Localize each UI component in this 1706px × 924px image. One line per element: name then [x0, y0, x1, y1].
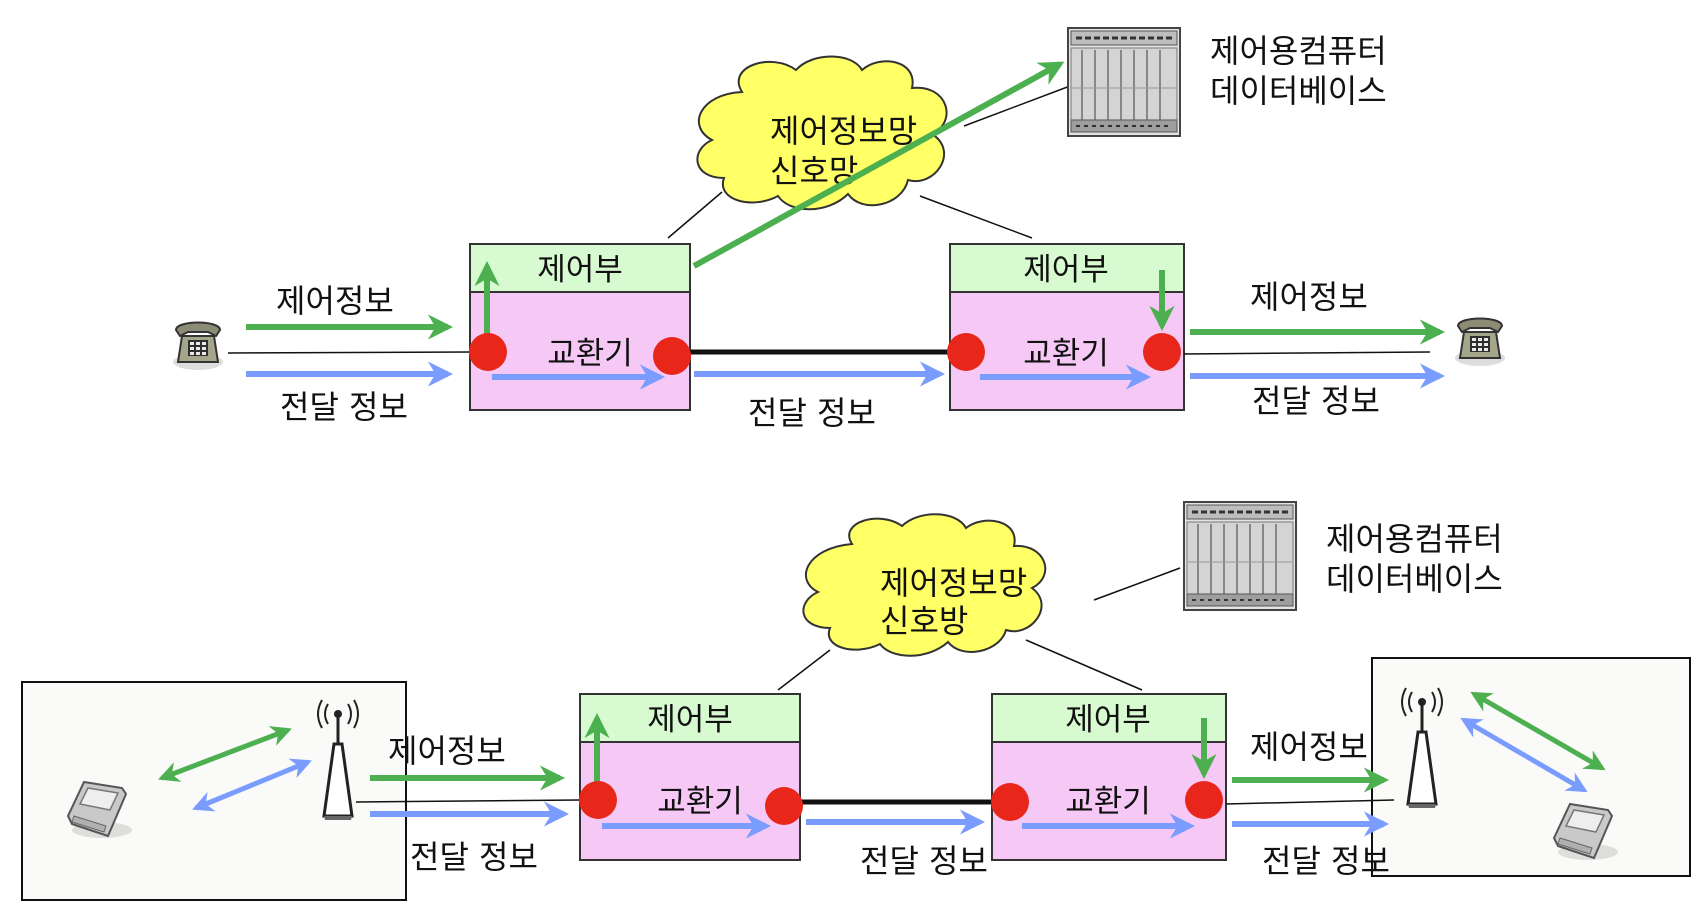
computer-label-line1: 제어용컴퓨터: [1210, 32, 1387, 70]
wireless-control-arrow: [158, 726, 292, 782]
switch-port: [765, 787, 803, 825]
cloud-link-right: [919, 195, 1033, 239]
control-info-label: 제어정보: [1250, 728, 1368, 766]
cloud-title-line1: 제어정보망: [880, 564, 1027, 602]
switch-label: 교환기: [1023, 336, 1109, 372]
cloud-link-left: [667, 191, 723, 239]
switch-node-left: 제어부 교환기: [469, 243, 691, 411]
switch-label: 교환기: [547, 336, 633, 372]
switch-port: [653, 337, 691, 375]
server-rack-icon: [1066, 26, 1182, 138]
bottom-wireless-scenario: 제어정보망 신호방 제어용컴퓨터 데이터베이스 제어부 교환기 제어부 교환기: [21, 500, 1691, 901]
switch-port: [947, 333, 985, 371]
telephone-icon: [172, 321, 224, 371]
computer-link: [963, 85, 1071, 127]
control-info-label: 제어정보: [276, 282, 394, 320]
control-info-label: 제어정보: [1250, 278, 1368, 316]
switch-port: [579, 781, 617, 819]
cloud-title-line1: 제어정보망: [770, 112, 917, 150]
computer-link: [1093, 567, 1181, 601]
signaling-arrow: [692, 61, 1065, 269]
control-unit-label: 제어부: [1065, 702, 1151, 738]
wireless-transfer-arrow: [1460, 717, 1588, 793]
switch-port: [1143, 333, 1181, 371]
telephone-icon: [1454, 317, 1506, 367]
computer-label-line1: 제어용컴퓨터: [1326, 520, 1503, 558]
computer-label-line2: 데이터베이스: [1326, 560, 1503, 598]
cloud-title-line2: 신호방: [880, 602, 968, 640]
transfer-info-label: 전달 정보: [1262, 842, 1390, 880]
switch-label: 교환기: [657, 784, 743, 820]
subscriber-line-right: [1183, 351, 1431, 355]
computer-label-line2: 데이터베이스: [1210, 72, 1387, 110]
control-network-cloud: [802, 513, 1047, 657]
switch-port: [1185, 781, 1223, 819]
cloud-link-left: [777, 649, 831, 691]
top-wired-scenario: 제어정보망 신호망 제어용컴퓨터 데이터베이스 제어부 교환기 제어부 교환기: [172, 26, 1506, 432]
transfer-info-label: 전달 정보: [860, 842, 988, 880]
transfer-info-label: 전달 정보: [1252, 382, 1380, 420]
transfer-info-label: 전달 정보: [748, 394, 876, 432]
control-unit-label: 제어부: [537, 252, 623, 288]
switch-port: [469, 333, 507, 371]
subscriber-line-left: [355, 799, 581, 803]
control-unit-box: [469, 243, 691, 293]
control-unit-label: 제어부: [1023, 252, 1109, 288]
subscriber-line-right: [1225, 799, 1395, 805]
switch-port: [991, 783, 1029, 821]
control-info-label: 제어정보: [388, 732, 506, 770]
server-rack-icon: [1182, 500, 1298, 612]
cloud-link-right: [1025, 639, 1143, 691]
switch-node-left: 제어부 교환기: [579, 693, 801, 861]
subscriber-line-left: [227, 351, 471, 354]
transfer-info-label: 전달 정보: [280, 388, 408, 426]
control-unit-label: 제어부: [647, 702, 733, 738]
switch-node-right: 제어부 교환기: [991, 693, 1227, 861]
control-unit-box: [949, 243, 1185, 293]
wireless-transfer-arrow: [192, 758, 312, 812]
transfer-info-label: 전달 정보: [410, 838, 538, 876]
control-unit-box: [991, 693, 1227, 743]
switch-label: 교환기: [1065, 784, 1151, 820]
control-network-cloud: [696, 55, 948, 211]
switch-node-right: 제어부 교환기: [949, 243, 1185, 411]
